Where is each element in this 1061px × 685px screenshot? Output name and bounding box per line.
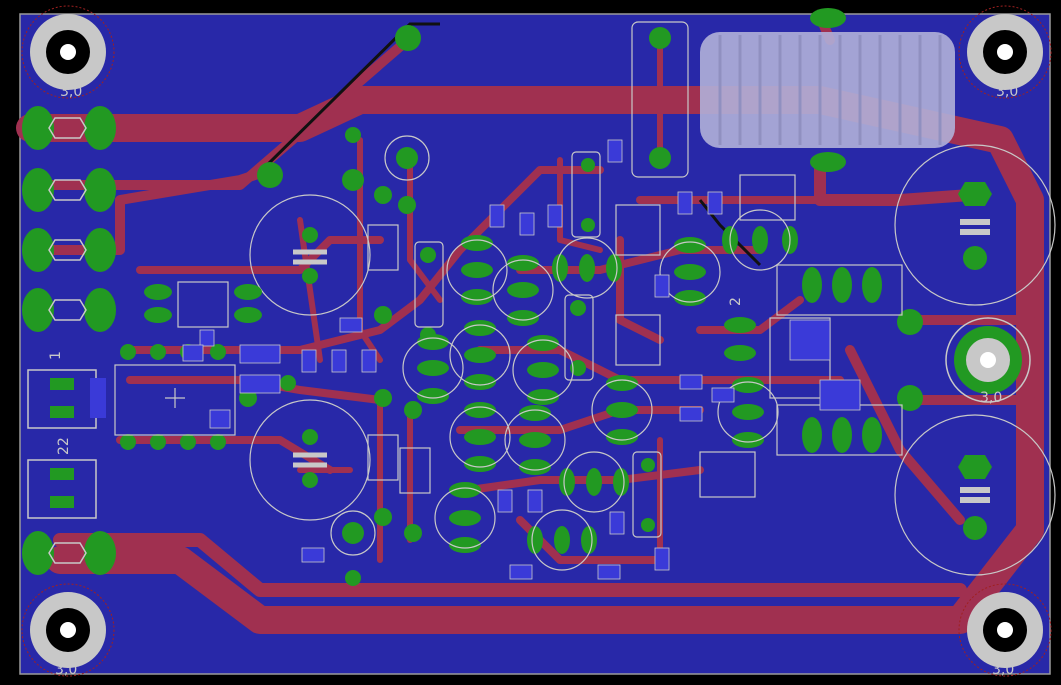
connector-label: 22 <box>56 437 72 455</box>
inductor-coil <box>700 8 955 172</box>
ic-pin-label: 2 <box>728 297 744 306</box>
electrolytic-cap-right-top <box>894 144 1056 306</box>
mount-label: 3,0 <box>55 662 77 678</box>
mount-label: 3,0 <box>996 84 1018 100</box>
edge-connector-left <box>22 106 116 575</box>
connector-22: 22 <box>27 437 97 519</box>
component-oval-pads <box>144 226 882 554</box>
mount-label: 3,0 <box>60 84 82 100</box>
electrolytic-cap-right-bottom <box>894 414 1056 576</box>
through-hole-pads <box>120 25 923 586</box>
connector-1: 1 <box>27 351 106 429</box>
mount-label: 3,0 <box>980 390 1002 406</box>
mount-hole-bottom-left: 3,0 <box>21 583 115 678</box>
mount-label: 3,0 <box>992 662 1014 678</box>
mount-hole-bottom-right: 3,0 <box>958 583 1052 678</box>
connector-label: 1 <box>48 351 64 360</box>
mount-hole-top-right: 3,0 <box>958 5 1052 100</box>
bottom-track <box>258 22 440 174</box>
smd-components <box>182 139 861 580</box>
top-layer-traces <box>16 11 1044 634</box>
electrolytic-cap-top-left <box>249 194 371 316</box>
electrolytic-cap-bottom-left <box>249 399 371 521</box>
mount-hole-top-left: 3,0 <box>21 5 115 100</box>
mount-hole-center-right: 3,0 <box>945 317 1031 406</box>
bottom-track-2 <box>698 199 762 267</box>
silkscreen-outlines <box>114 21 903 571</box>
